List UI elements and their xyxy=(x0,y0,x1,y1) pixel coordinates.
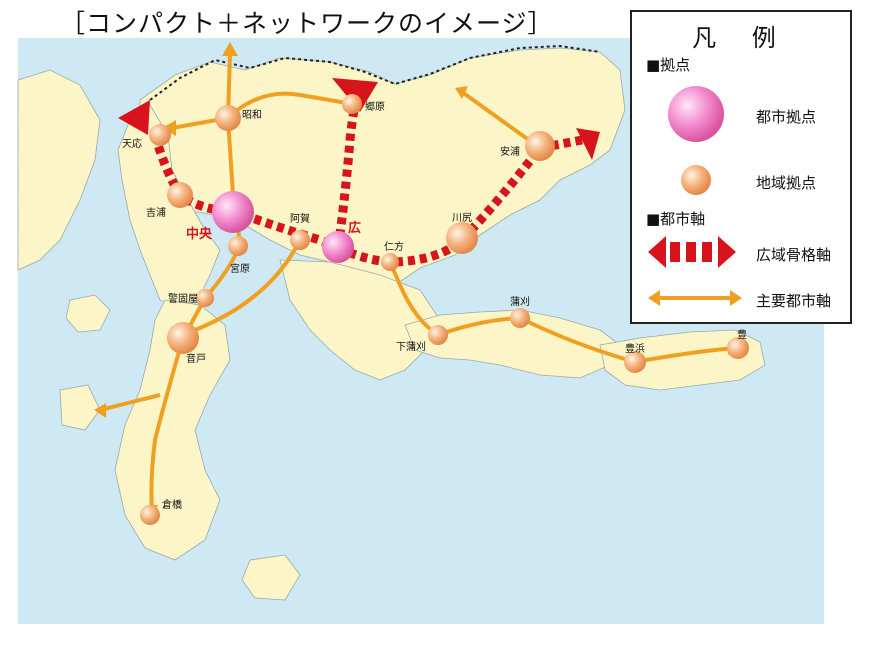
label-kurahashi: 倉橋 xyxy=(162,498,182,511)
label-aga: 阿賀 xyxy=(290,213,310,225)
eastern-islands xyxy=(599,329,766,391)
label-nigata: 仁方 xyxy=(384,240,404,253)
regional-hubs xyxy=(140,94,749,525)
legend-main-axis-label: 主要都市軸 xyxy=(756,292,832,310)
label-kamagari: 蒲刈 xyxy=(510,295,530,308)
label-chuo: 中央 xyxy=(186,226,213,242)
label-yasuura: 安浦 xyxy=(500,145,520,158)
urban-hub-chuo xyxy=(212,191,254,233)
label-miyahara: 宮原 xyxy=(230,262,250,275)
legend-title: 凡 例 xyxy=(692,24,790,52)
legend-main-axis-symbol xyxy=(648,290,742,306)
label-yutaka: 豊浜 xyxy=(625,342,645,355)
label-kawajiri: 川尻 xyxy=(452,212,472,224)
label-gohara: 郷原 xyxy=(365,101,385,113)
label-keigoya: 警固屋 xyxy=(168,292,198,305)
legend-wide-axis-symbol xyxy=(648,236,736,268)
page-title: ［コンパクト＋ネットワークのイメージ］ xyxy=(60,9,554,38)
legend-regional-hub-label: 地域拠点 xyxy=(756,174,817,192)
label-ondo: 音戸 xyxy=(186,352,206,365)
legend-urban-hub-symbol xyxy=(668,86,724,142)
legend-wide-axis-label: 広域骨格軸 xyxy=(756,246,832,264)
kurahashi-island xyxy=(114,299,231,561)
wide-axis-arrow xyxy=(576,128,600,160)
label-shimokamagari: 下蒲刈 xyxy=(396,340,426,353)
legend-section-axes: ■都市軸 xyxy=(646,210,706,228)
label-tenno: 天応 xyxy=(122,137,142,150)
legend-symbols-axes xyxy=(648,236,742,306)
small-island xyxy=(65,294,111,333)
city-boundary xyxy=(149,44,601,101)
legend: 凡 例 ■拠点 都市拠点 地域拠点 ■都市軸 xyxy=(630,10,852,324)
west-coast xyxy=(17,69,101,271)
legend-regional-hub-symbol xyxy=(681,165,711,195)
label-kure-east: 豊 xyxy=(737,328,747,341)
hiro-peninsula xyxy=(279,259,441,381)
label-yoshiura: 吉浦 xyxy=(146,206,166,219)
label-hiro: 広 xyxy=(348,220,361,236)
urban-hub-hiro xyxy=(322,231,354,263)
label-showa: 昭和 xyxy=(242,109,262,121)
legend-urban-hub-label: 都市拠点 xyxy=(756,108,817,126)
legend-symbols-hubs xyxy=(668,86,724,195)
legend-section-hubs: ■拠点 xyxy=(646,56,691,74)
small-island xyxy=(59,384,101,431)
small-island xyxy=(241,554,301,601)
wide-axis-arrow xyxy=(118,100,150,135)
